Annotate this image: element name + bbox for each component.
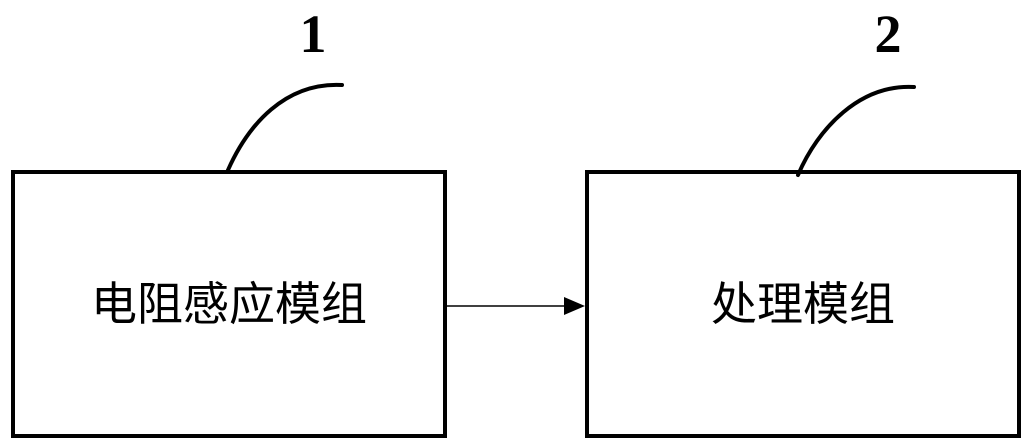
arrow-head [564, 297, 585, 315]
module-2-label: 处理模组 [711, 277, 895, 331]
module-1-leader-line [228, 85, 342, 170]
module-2-reference-number: 2 [875, 4, 902, 64]
module-2-leader-line [798, 87, 914, 175]
module-1-label: 电阻感应模组 [91, 277, 367, 331]
module-1-reference-number: 1 [300, 4, 327, 64]
module-1: 电阻感应模组 [13, 172, 445, 436]
module-2: 处理模组 [587, 172, 1019, 436]
connector-arrow [447, 297, 585, 315]
